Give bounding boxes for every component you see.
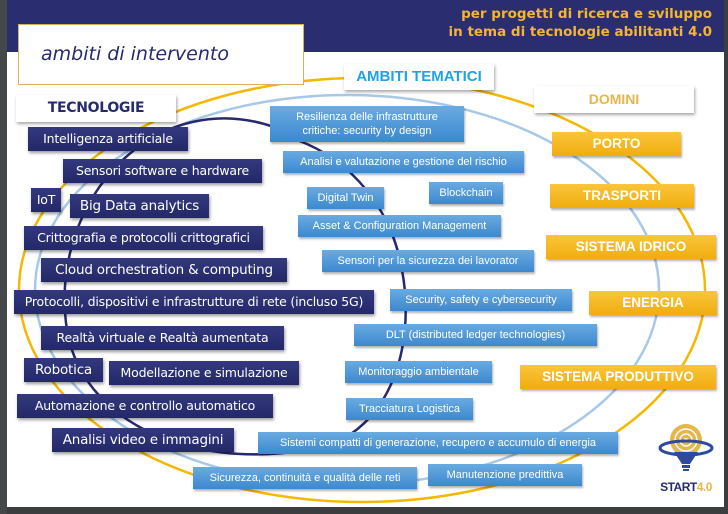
header-subtitle-line1: per progetti di ricerca e sviluppo — [461, 6, 712, 22]
header-subtitle-line2: in tema di tecnologie abilitanti 4.0 — [448, 24, 713, 40]
tecnologia-item: Automazione e controllo automatico — [17, 394, 273, 418]
tecnologia-item: Modellazione e simulazione — [109, 361, 299, 385]
tecnologia-item: Protocolli, dispositivi e infrastrutture… — [14, 290, 374, 314]
dominio-sistema-produttivo: SISTEMA PRODUTTIVO — [520, 365, 716, 389]
start40-logo: START4.0 — [656, 418, 716, 498]
tecnologia-item: Sensori software e hardware — [63, 159, 262, 183]
ambito-item: Analisi e valutazione e gestione del ris… — [283, 151, 524, 173]
tecnologia-item: Intelligenza artificiale — [28, 127, 188, 151]
dominio-porto: PORTO — [552, 132, 681, 156]
tecnologia-item: Crittografia e protocolli crittografici — [24, 226, 263, 250]
ambito-item: Sensori per la sicurezza dei lavorator — [322, 250, 534, 272]
ambito-item: Sistemi compatti di generazione, recuper… — [258, 432, 618, 454]
ambito-item: DLT (distributed ledger technologies) — [354, 324, 597, 346]
tecnologie-arc — [63, 117, 407, 456]
ambito-item: Tracciatura Logistica — [346, 398, 473, 420]
tecnologia-item: IoT — [31, 188, 61, 212]
page-title: ambiti di intervento — [41, 43, 229, 65]
tecnologia-item: Cloud orchestration & computing — [41, 258, 287, 282]
dominio-energia: ENERGIA — [589, 291, 717, 315]
title-box: ambiti di intervento — [18, 24, 304, 85]
ambito-item: Resilienza delle infrastrutture critiche… — [270, 106, 464, 142]
window-frame — [0, 0, 7, 514]
tecnologie-header: TECNOLOGIE — [16, 95, 176, 122]
ambito-item: Security, safety e cybersecurity — [390, 289, 572, 311]
ambiti-tematici-header: AMBITI TEMATICI — [344, 64, 494, 90]
dominio-sistema-idrico: SISTEMA IDRICO — [546, 235, 716, 259]
tecnologia-item: Robotica — [24, 358, 103, 382]
domini-header: DOMINI — [534, 86, 694, 113]
logo-text-version: 4.0 — [696, 480, 713, 494]
lightbulb-target-icon — [658, 424, 714, 471]
ambito-item: Asset & Configuration Management — [298, 215, 501, 237]
logo-text: START4.0 — [656, 480, 716, 494]
slide: per progetti di ricerca e sviluppo in te… — [7, 0, 724, 507]
ambito-item: Digital Twin — [307, 187, 384, 209]
tecnologia-item: Realtà virtuale e Realtà aumentata — [41, 326, 284, 350]
tecnologia-item: Big Data analytics — [70, 194, 209, 218]
tecnologia-item: Analisi video e immagini — [52, 428, 234, 452]
ambito-item: Sicurezza, continuità e qualità delle re… — [193, 467, 417, 489]
ambito-item: Manutenzione predittiva — [428, 464, 582, 486]
logo-text-start: START — [660, 480, 697, 494]
dominio-trasporti: TRASPORTI — [550, 184, 694, 208]
header-subtitle: per progetti di ricerca e sviluppo in te… — [449, 5, 713, 41]
ambito-item: Monitoraggio ambientale — [345, 361, 492, 383]
ambito-item: Blockchain — [429, 182, 503, 204]
